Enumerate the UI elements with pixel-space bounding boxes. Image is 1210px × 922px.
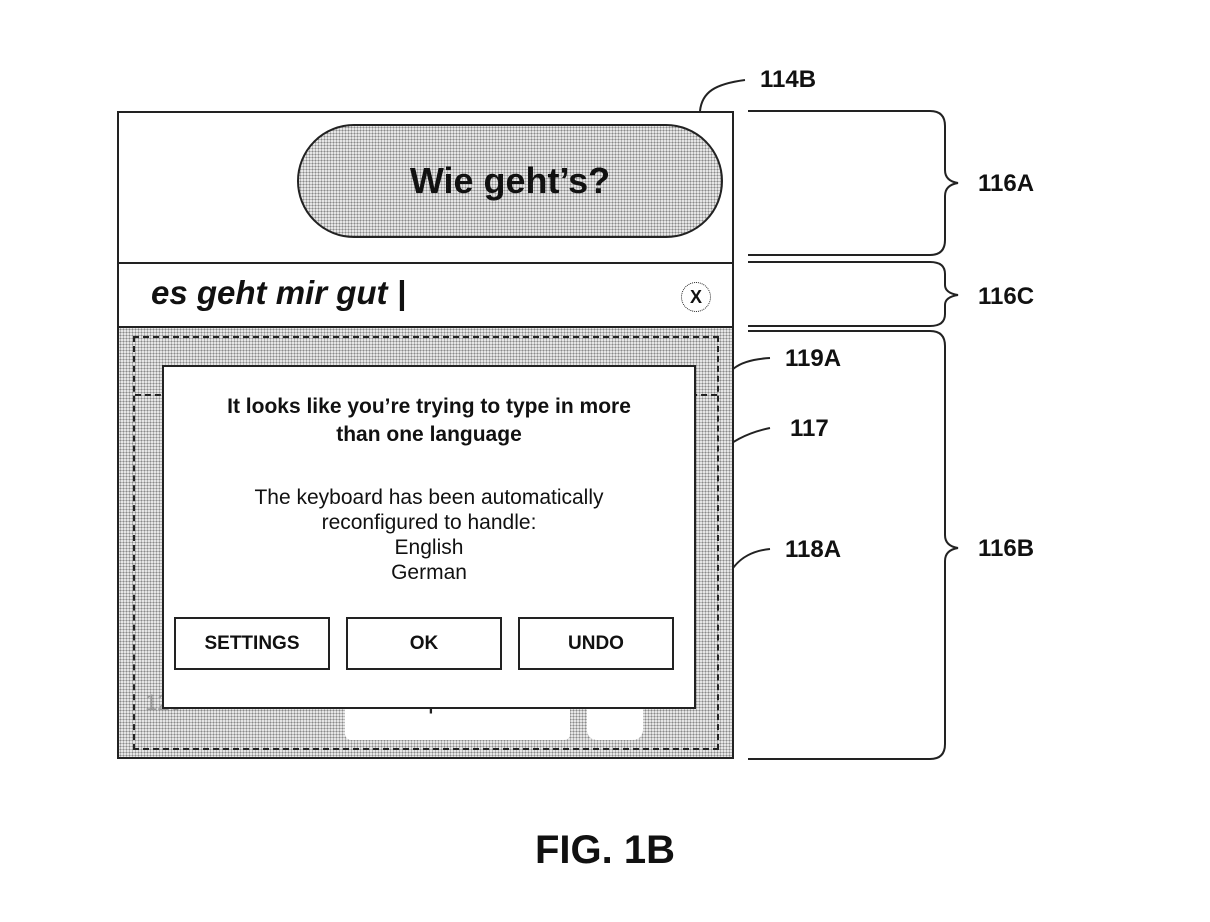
input-text[interactable]: es geht mir gut | (151, 274, 406, 311)
ref-label-device: 114B (760, 66, 817, 93)
received-message-bubble: Wie geht’s? (297, 124, 723, 238)
ok-button[interactable]: OK (346, 617, 502, 670)
device-screen: Wie geht’s? es geht mir gut | X 123 🌐︎ ☺… (117, 111, 734, 759)
close-icon: X (689, 286, 702, 307)
message-area: Wie geht’s? (119, 113, 732, 262)
ref-label-dialog: 117 (790, 415, 829, 442)
ref-label-input-region: 116C (978, 283, 1035, 310)
undo-button[interactable]: UNDO (518, 617, 674, 670)
ref-label-keyboard: 118A (785, 536, 842, 563)
brace-116c (748, 261, 959, 327)
brace-116b (748, 330, 959, 760)
brace-116a (748, 110, 959, 256)
language-detected-dialog: It looks like you’re trying to type in m… (162, 365, 696, 709)
text-input-bar[interactable]: es geht mir gut | X (119, 262, 732, 328)
dialog-body-line: reconfigured to handle: (321, 511, 537, 534)
clear-input-button[interactable]: X (681, 282, 711, 312)
dialog-body-line: The keyboard has been automatically (254, 486, 604, 509)
settings-button[interactable]: SETTINGS (174, 617, 330, 670)
ref-label-keyboard-region: 116B (978, 535, 1035, 562)
dialog-title: It looks like you’re trying to type in m… (227, 395, 631, 446)
ref-label-suggestion-strip: 119A (785, 345, 842, 372)
language-item: German (391, 561, 467, 584)
keyboard-area: 123 🌐︎ ☺ space . ↵ It looks like you’re … (119, 328, 732, 757)
language-item: English (394, 536, 464, 559)
ref-label-message-region: 116A (978, 170, 1035, 197)
figure-caption: FIG. 1B (534, 828, 676, 872)
dialog-body: The keyboard has been automatically reco… (164, 485, 694, 585)
leader-114b (699, 79, 746, 112)
